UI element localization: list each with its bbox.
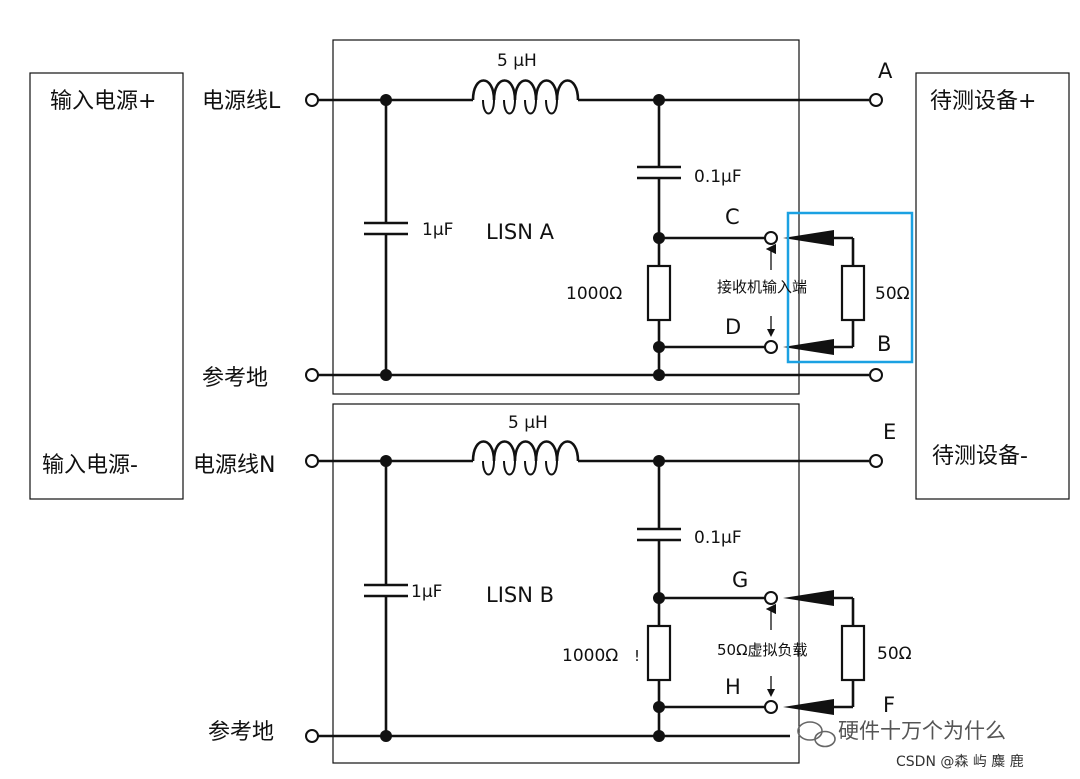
csdn-watermark: CSDN @森 屿 麋 鹿 [896, 753, 1024, 770]
input-power-minus-label: 输入电源- [42, 453, 138, 478]
ref-ground-top-label: 参考地 [202, 366, 268, 391]
terminal-C[interactable] [764, 231, 778, 245]
terminal-a-label: A [878, 59, 893, 83]
dut-minus-label: 待测设备- [932, 444, 1028, 469]
resistor-1000-b [646, 624, 672, 682]
terminal-g-label: G [732, 568, 748, 592]
terminal-L[interactable] [305, 93, 319, 107]
wechat-watermark: 硬件十万个为什么 [838, 719, 1006, 743]
load-resistor-a [840, 264, 866, 322]
inductor-b [471, 440, 580, 462]
inductor-a-label: 5 μH [497, 51, 537, 71]
terminal-E[interactable] [869, 454, 883, 468]
resistor-b-label: 1000Ω [562, 646, 618, 666]
terminal-ref-a-right[interactable] [869, 368, 883, 382]
terminal-A[interactable] [869, 93, 883, 107]
ref-ground-bottom-label: 参考地 [208, 720, 274, 745]
dut-plus-label: 待测设备+ [930, 89, 1036, 114]
terminal-e-label: E [883, 420, 896, 444]
resistor-b-mark: ! [634, 647, 640, 665]
terminal-ref-b[interactable] [305, 729, 319, 743]
receiver-highlight-box [786, 211, 914, 364]
input-power-plus-label: 输入电源+ [50, 89, 156, 114]
probe-arrow-d [783, 339, 834, 355]
cap-series-b-label: 0.1μF [694, 528, 742, 548]
wechat-icon [797, 721, 836, 748]
junctions-b [380, 455, 665, 742]
terminal-d-label: D [725, 315, 741, 339]
load-resistor-b-label: 50Ω [877, 644, 912, 664]
dummy-load-label: 50Ω虚拟负载 [717, 641, 808, 659]
terminal-h-label: H [725, 675, 741, 699]
line-l-label: 电源线L [202, 89, 281, 114]
load-resistor-a-label: 50Ω [875, 284, 910, 304]
lisn-a-title: LISN A [486, 220, 555, 244]
cap-series-a-label: 0.1μF [694, 167, 742, 187]
lisn-a-box [332, 39, 800, 395]
load-resistor-b [840, 624, 866, 682]
lisn-b-circuit [318, 440, 869, 738]
junctions-a [380, 94, 665, 381]
terminal-f-label: F [883, 693, 895, 717]
lisn-b-title: LISN B [486, 583, 554, 607]
probe-arrow-c [783, 230, 834, 246]
inductor-a [471, 79, 580, 101]
input-power-box [29, 72, 184, 500]
terminal-G[interactable] [764, 591, 778, 605]
probe-arrow-h [783, 699, 834, 715]
cap-shunt-b-label: 1μF [411, 582, 442, 602]
terminal-D[interactable] [764, 340, 778, 354]
cap-shunt-a-label: 1μF [422, 220, 453, 240]
resistor-a-label: 1000Ω [566, 284, 622, 304]
probe-arrow-g [783, 590, 834, 606]
terminal-H[interactable] [764, 700, 778, 714]
lisn-a-circuit [318, 79, 869, 377]
inductor-b-label: 5 μH [508, 413, 548, 433]
lisn-b-box [332, 403, 800, 764]
terminal-N[interactable] [305, 454, 319, 468]
terminal-c-label: C [725, 205, 740, 229]
line-n-label: 电源线N [193, 453, 275, 478]
terminal-ref-a[interactable] [305, 368, 319, 382]
resistor-1000-a [646, 264, 672, 322]
receiver-input-label: 接收机输入端 [717, 278, 807, 296]
terminal-b-label: B [877, 332, 891, 356]
dut-box [915, 72, 1070, 500]
